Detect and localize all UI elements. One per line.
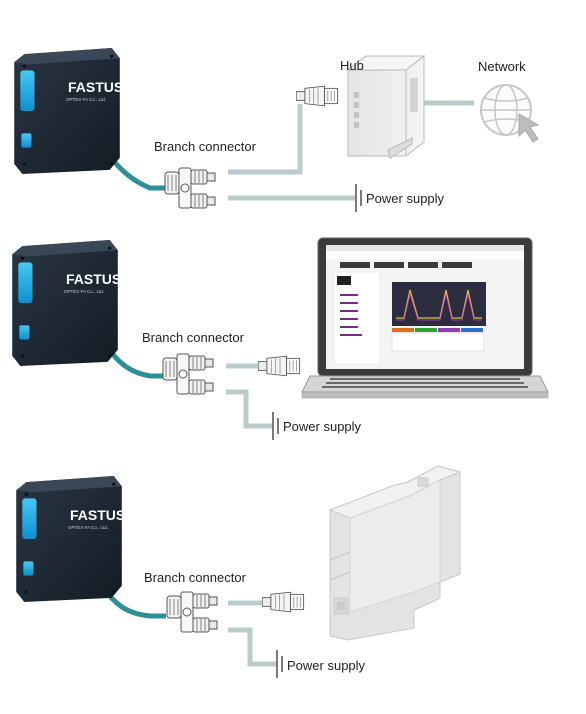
power-cable — [228, 627, 276, 667]
sensor-device: FASTUS OPTEX FA Co., Ltd. — [14, 48, 123, 174]
sensor-brand: FASTUS — [68, 79, 123, 95]
sensor-brand: FASTUS — [66, 271, 121, 287]
laptop-device — [301, 237, 549, 399]
branch-connector — [164, 167, 216, 209]
branch-connector-label: Branch connector — [142, 330, 245, 345]
power-cable — [226, 389, 272, 429]
power-supply-label: Power supply — [366, 191, 445, 206]
branch-connector-label: Branch connector — [154, 139, 257, 154]
ethernet-plug — [258, 355, 301, 377]
hub-device — [346, 55, 426, 159]
sensor-device: FASTUS OPTEX FA Co., Ltd. — [16, 476, 125, 602]
sensor-maker: OPTEX FA Co., Ltd. — [64, 289, 104, 294]
sensor-maker: OPTEX FA Co., Ltd. — [68, 525, 108, 530]
panel-laptop: FASTUS OPTEX FA Co., Ltd. — [12, 237, 549, 440]
network-label: Network — [478, 59, 526, 74]
ethernet-plug — [262, 591, 305, 613]
branch-connector-label: Branch connector — [144, 570, 247, 585]
network-globe-icon — [480, 84, 540, 143]
ethernet-plug — [296, 85, 339, 107]
power-supply-label: Power supply — [287, 658, 366, 673]
cursor-icon — [518, 113, 540, 143]
panel-plc: FASTUS OPTEX FA Co., Ltd. Branch connect… — [16, 465, 462, 678]
sensor-brand: FASTUS — [70, 507, 125, 523]
lan-cable — [228, 104, 303, 175]
branch-connector — [162, 353, 214, 395]
hub-label: Hub — [340, 58, 364, 73]
power-supply-label: Power supply — [283, 419, 362, 434]
panel-hub-network: FASTUS OPTEX FA Co., Ltd. Branch connect… — [14, 48, 540, 212]
sensor-device: FASTUS OPTEX FA Co., Ltd. — [12, 240, 121, 366]
sensor-maker: OPTEX FA Co., Ltd. — [66, 97, 106, 102]
controller-module — [328, 465, 462, 641]
branch-connector — [166, 591, 218, 633]
